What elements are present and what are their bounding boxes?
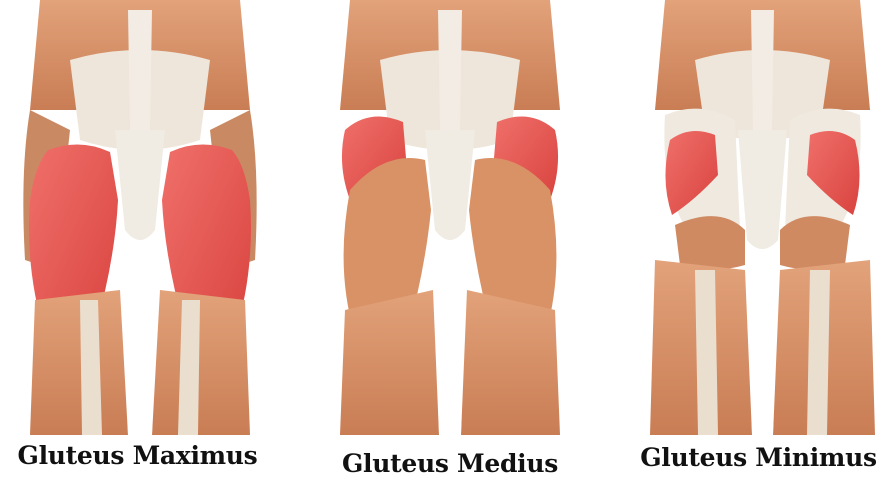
leg-gap	[122, 265, 158, 435]
spine	[751, 10, 774, 130]
left-deep-rotators	[675, 216, 745, 270]
sacrum	[738, 130, 787, 249]
caption-gluteus-medius: Gluteus Medius	[320, 444, 580, 484]
left-thigh	[340, 290, 439, 435]
right-thigh	[461, 290, 560, 435]
right-thigh	[152, 290, 250, 435]
sacrum	[425, 130, 475, 240]
panel-gluteus-maximus	[10, 0, 270, 435]
panel-gluteus-medius	[325, 0, 575, 435]
left-thigh	[30, 290, 128, 435]
right-deep-rotators	[780, 216, 850, 270]
panel-gluteus-minimus	[640, 0, 885, 435]
leg-gap	[748, 275, 777, 435]
caption-gluteus-minimus: Gluteus Minimus	[630, 438, 887, 478]
caption-gluteus-maximus: Gluteus Maximus	[5, 436, 270, 476]
gluteus-minimus-illustration	[640, 0, 885, 435]
spine	[438, 10, 462, 130]
sacrum	[115, 130, 165, 240]
gluteus-medius-illustration	[325, 0, 575, 435]
spine	[128, 10, 152, 130]
right-femur-tendon	[807, 270, 830, 435]
leg-gap	[435, 265, 465, 435]
left-femur-tendon	[695, 270, 718, 435]
gluteus-maximus-illustration	[10, 0, 270, 435]
